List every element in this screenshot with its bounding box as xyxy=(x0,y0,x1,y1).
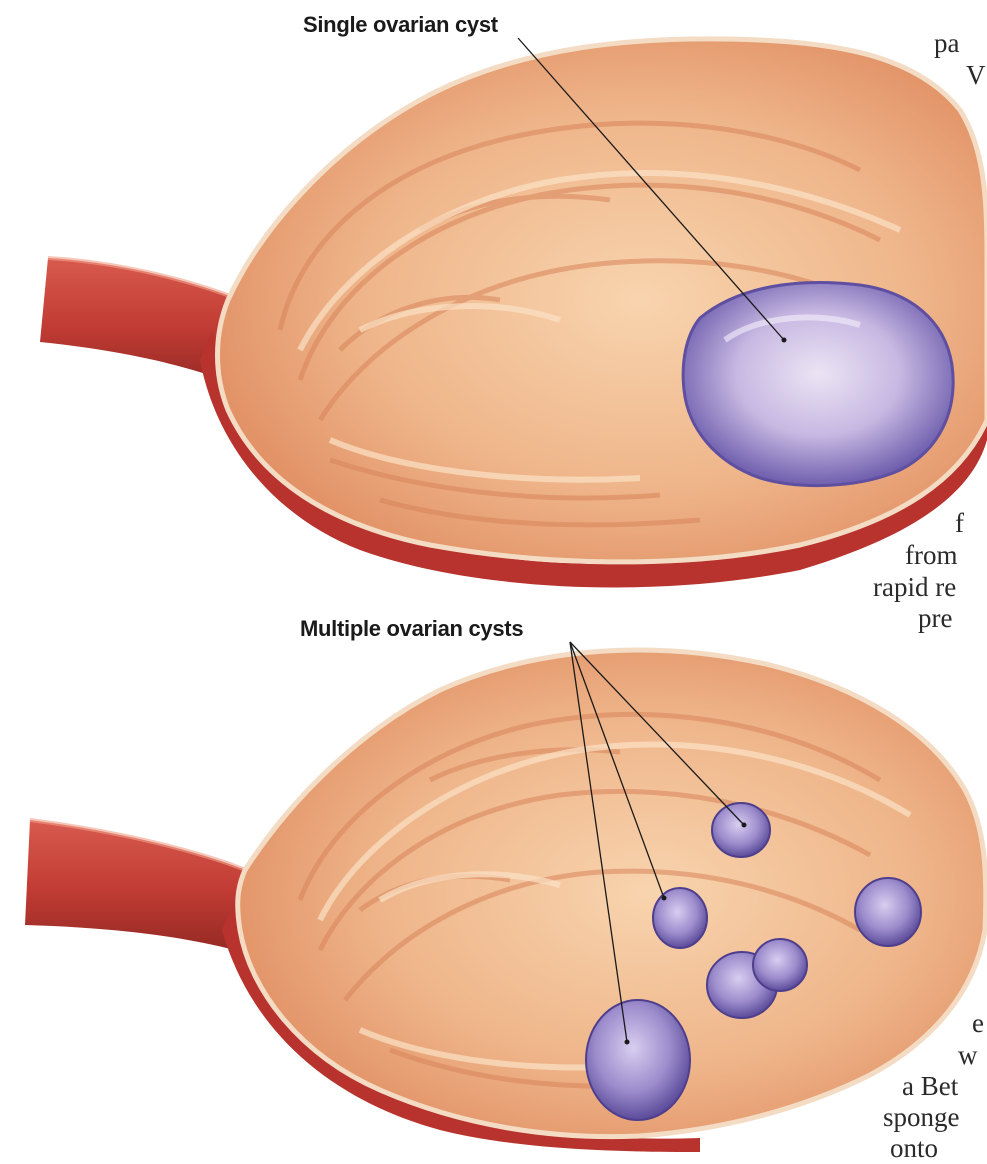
side-text-9: a Bet xyxy=(902,1071,958,1102)
side-text-3: f xyxy=(955,508,964,539)
side-text-7: e xyxy=(972,1008,984,1039)
multiple-cysts-label: Multiple ovarian cysts xyxy=(300,616,523,642)
cyst-3 xyxy=(855,878,921,946)
side-text-5: rapid re xyxy=(873,572,956,603)
cyst-6 xyxy=(586,1000,690,1120)
side-text-11: onto xyxy=(890,1133,938,1164)
single-cyst-ovary xyxy=(40,39,987,588)
side-text-4: from xyxy=(905,540,957,571)
side-text-10: sponge xyxy=(883,1102,960,1133)
cyst-5 xyxy=(753,939,807,991)
side-text-1: pa xyxy=(934,28,959,59)
cyst-2 xyxy=(653,888,707,948)
cyst-1 xyxy=(712,803,770,857)
single-cyst-label: Single ovarian cyst xyxy=(303,12,498,38)
side-text-2: V xyxy=(966,60,986,91)
multiple-cyst-ovary xyxy=(25,650,986,1152)
side-text-8: w xyxy=(958,1040,978,1071)
single-cyst xyxy=(683,283,953,486)
side-text-6: pre xyxy=(918,603,952,634)
